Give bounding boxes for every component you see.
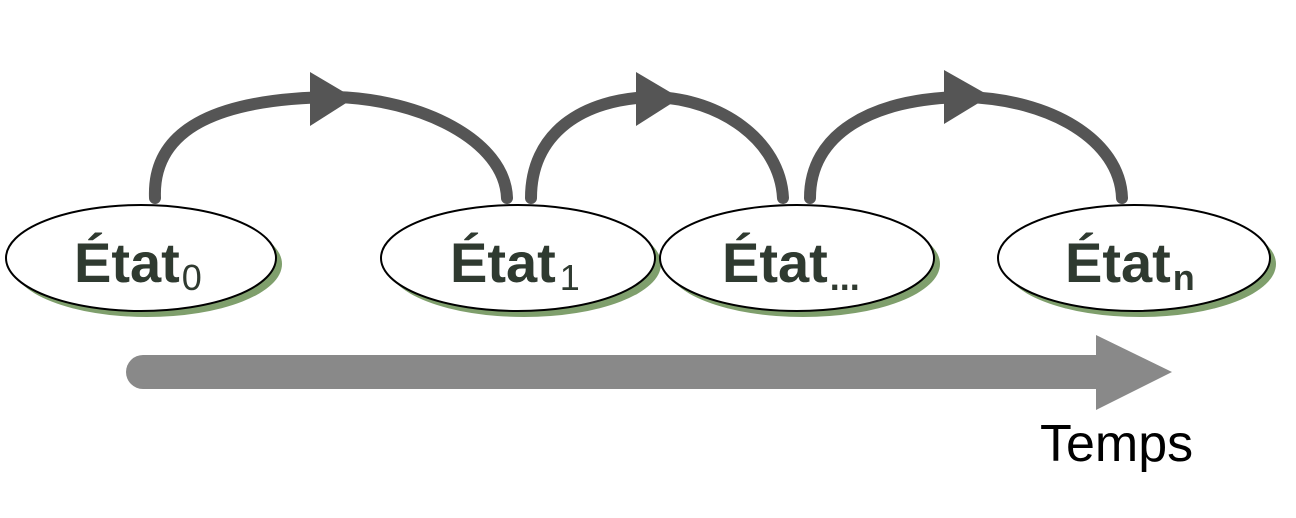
timeline-label: Temps <box>1040 415 1193 473</box>
transition-arrowhead-0-1 <box>310 72 354 126</box>
transition-arrowhead-n-last <box>944 70 990 124</box>
timeline-arrow <box>126 335 1172 410</box>
state-node-2: État... <box>659 204 940 317</box>
state-label: État0 <box>74 231 202 298</box>
transition-arrowhead-1-n <box>636 72 680 126</box>
state-ellipse <box>997 204 1271 312</box>
state-label: Étatn <box>1065 231 1195 298</box>
transition-arc-n-last <box>804 90 1128 204</box>
state-node-0: État0 <box>5 204 282 317</box>
state-ellipse <box>380 204 656 312</box>
transition-arcs <box>148 70 1128 204</box>
state-label: État... <box>722 231 860 298</box>
state-node-3: Étatn <box>997 204 1276 317</box>
state-ellipse <box>659 204 935 312</box>
timeline-arrowhead <box>1096 335 1172 410</box>
state-ellipse <box>5 204 277 312</box>
